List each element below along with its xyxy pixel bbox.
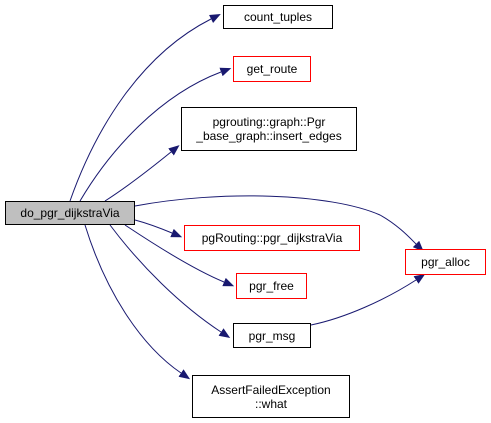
node-label-line: _base_graph::insert_edges — [196, 129, 342, 143]
node-label-line: pgr_free — [249, 279, 294, 293]
graph-node-count-tuples[interactable]: count_tuples — [223, 5, 333, 29]
edge-root-to-count-tuples — [69, 14, 221, 202]
graph-node-root: do_pgr_dijkstraVia — [5, 201, 135, 225]
edge-root-to-pgr-msg — [109, 224, 231, 339]
graph-node-pgr-free[interactable]: pgr_free — [236, 273, 307, 299]
node-label-line: do_pgr_dijkstraVia — [20, 206, 120, 220]
node-label-line: pgrouting::graph::Pgr — [212, 115, 326, 129]
edge-root-to-pgr-dijkstraVia — [134, 219, 183, 238]
node-label-line: pgr_msg — [248, 328, 296, 343]
edge-root-to-assert-what — [84, 224, 191, 380]
edge-root-to-get-route — [79, 67, 232, 202]
graph-node-insert-edges[interactable]: pgrouting::graph::Pgr_base_graph::insert… — [181, 107, 357, 151]
graph-node-get-route[interactable]: get_route — [233, 56, 311, 82]
graph-node-pgr-alloc[interactable]: pgr_alloc — [405, 249, 486, 275]
node-label-line: pgr_alloc — [421, 255, 470, 269]
graph-node-pgr-dijkstraVia[interactable]: pgRouting::pgr_dijkstraVia — [184, 225, 360, 251]
edge-pgr-msg-to-pgr-alloc — [310, 274, 426, 326]
node-label-line: get_route — [246, 62, 298, 76]
node-label-line: count_tuples — [243, 10, 313, 24]
edge-root-to-insert-edges — [104, 145, 180, 202]
node-label-line: ::what — [254, 396, 287, 411]
edge-root-to-pgr-free — [124, 224, 235, 287]
node-label-line: pgRouting::pgr_dijkstraVia — [201, 231, 343, 245]
graph-node-pgr-msg[interactable]: pgr_msg — [233, 323, 311, 348]
graph-node-assert-what[interactable]: AssertFailedException::what — [192, 375, 350, 418]
edge-root-to-pgr-alloc — [134, 195, 424, 252]
node-label-line: AssertFailedException — [211, 382, 331, 397]
